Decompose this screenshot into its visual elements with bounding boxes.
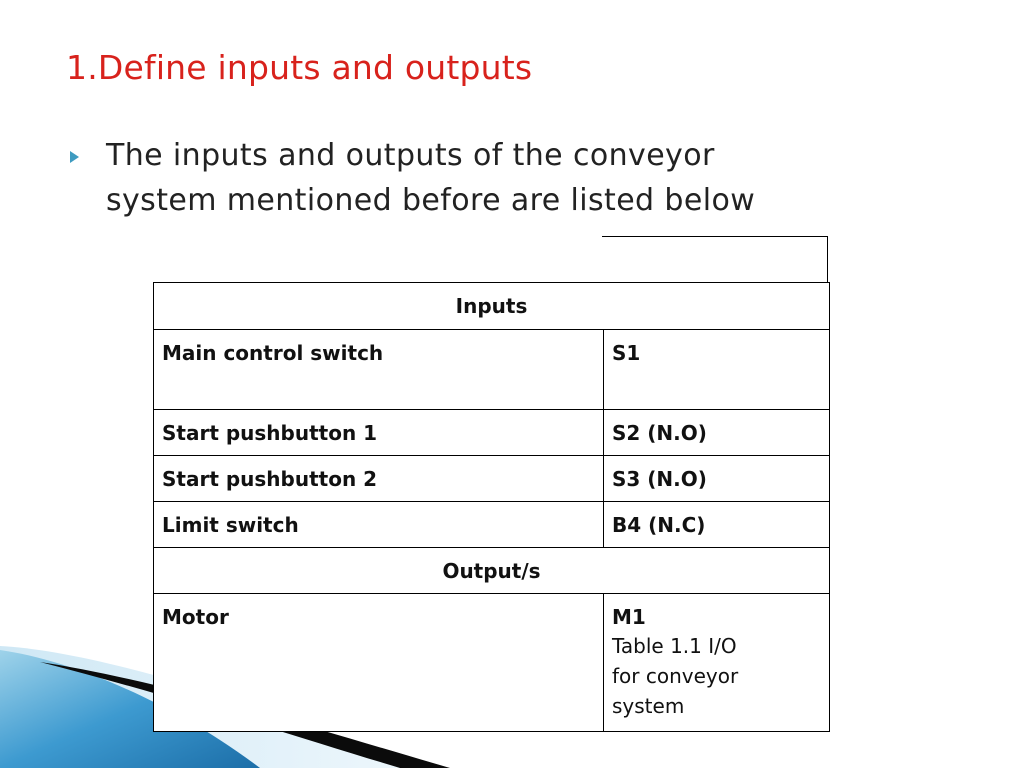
input-code: S3 (N.O): [602, 455, 831, 502]
bullet-point: The inputs and outputs of the conveyor s…: [70, 133, 970, 223]
output-code: M1: [612, 605, 646, 629]
input-label: Limit switch: [153, 501, 604, 548]
input-label: Start pushbutton 1: [153, 409, 604, 456]
bullet-arrow-icon: [70, 151, 79, 163]
caption-line-2: for conveyor: [612, 664, 739, 688]
caption-line-3: system: [612, 694, 685, 718]
output-code-cell: M1 Table 1.1 I/O for conveyor system: [602, 593, 831, 732]
caption-line-1: Table 1.1 I/O: [612, 634, 737, 658]
table-caption: Table 1.1 I/O for conveyor system: [612, 631, 821, 721]
table-row: Start pushbutton 2 S3 (N.O): [153, 455, 831, 502]
input-code: S1: [602, 329, 831, 410]
table-row: Limit switch B4 (N.C): [153, 501, 831, 548]
table-row: Main control switch S1: [153, 329, 831, 410]
outputs-header: Output/s: [152, 547, 831, 594]
output-label: Motor: [153, 593, 604, 732]
table-top-cap: [602, 236, 828, 282]
table-row: Motor M1 Table 1.1 I/O for conveyor syst…: [153, 593, 831, 732]
bullet-line-1: The inputs and outputs of the conveyor: [106, 138, 715, 173]
inputs-header: Inputs: [152, 282, 831, 330]
input-label: Start pushbutton 2: [153, 455, 604, 502]
bullet-text: The inputs and outputs of the conveyor s…: [106, 133, 970, 223]
input-code: B4 (N.C): [602, 501, 831, 548]
input-label: Main control switch: [153, 329, 604, 410]
blue-wave: [0, 650, 260, 768]
bullet-line-2: system mentioned before are listed below: [106, 183, 756, 218]
input-code: S2 (N.O): [602, 409, 831, 456]
io-table: Inputs Main control switch S1 Start push…: [152, 282, 831, 732]
table-row: Start pushbutton 1 S2 (N.O): [153, 409, 831, 456]
table-row: Inputs: [152, 282, 831, 330]
slide-title: 1.Define inputs and outputs: [66, 48, 533, 87]
table-row: Output/s: [152, 547, 831, 594]
